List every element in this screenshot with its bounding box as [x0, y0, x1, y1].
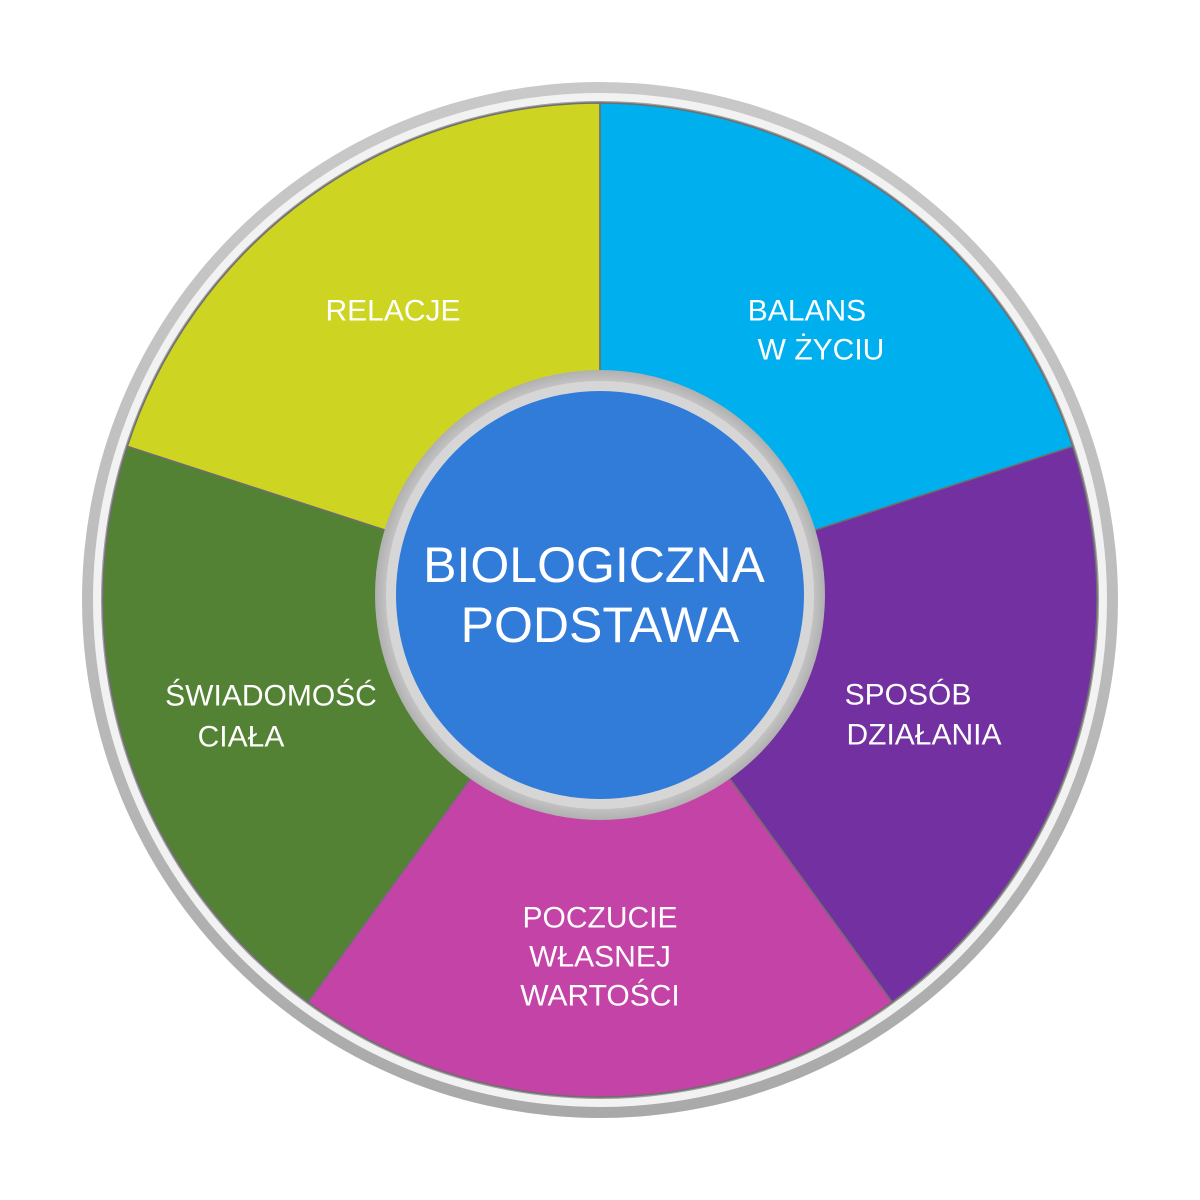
segment-label-poczucie-line-2: WŁASNEJ: [529, 941, 671, 974]
segment-balans-w-zyciu: BALANS W ŻYCIU: [748, 295, 885, 367]
segment-label-poczucie-line-3: WARTOŚCI: [520, 979, 679, 1013]
segment-sposob-dzialania: SPOSÓB DZIAŁANIA: [845, 679, 1002, 752]
center-circle: [396, 391, 804, 799]
segment-relacje: RELACJE: [325, 295, 460, 328]
segment-label-swiadomosc-line-1: ŚWIADOMOŚĆ: [165, 679, 377, 713]
segment-label-balans-line-2: W ŻYCIU: [758, 334, 885, 367]
segment-label-poczucie-line-1: POCZUCIE: [522, 902, 677, 935]
segment-label-relacje: RELACJE: [325, 295, 460, 328]
segment-label-sposob-line-1: SPOSÓB: [845, 679, 972, 712]
segment-poczucie-wlasnej-wartosci: POCZUCIE WŁASNEJ WARTOŚCI: [520, 902, 679, 1013]
segment-label-sposob-line-2: DZIAŁANIA: [846, 719, 1001, 752]
segment-label-swiadomosc-line-2: CIAŁA: [198, 721, 285, 754]
segment-label-balans-line-1: BALANS: [748, 295, 866, 328]
segment-swiadomosc-ciala: ŚWIADOMOŚĆ CIAŁA: [165, 679, 377, 754]
center-label-line-1: BIOLOGICZNA: [423, 537, 765, 593]
center-label-line-2: PODSTAWA: [461, 597, 740, 653]
